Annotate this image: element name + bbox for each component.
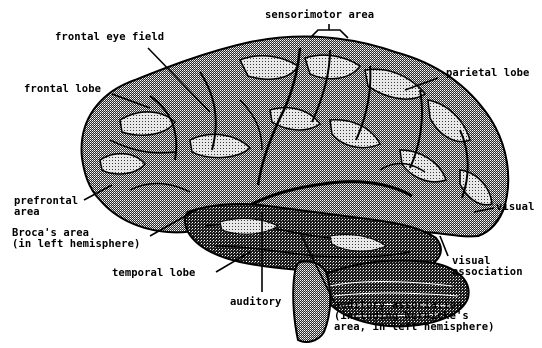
label-visual: visual: [496, 202, 535, 213]
label-temporal-lobe: temporal lobe: [112, 268, 195, 279]
label-auditory-association-line-3: area, in left hemisphere): [334, 322, 495, 333]
label-brocas-area: Broca's area (in left hemisphere): [12, 228, 140, 250]
label-frontal-lobe: frontal lobe: [24, 84, 101, 95]
label-broca-line-2: (in left hemisphere): [12, 239, 140, 250]
label-sensorimotor-area: sensorimotor area: [265, 10, 374, 21]
label-auditory: auditory: [230, 297, 281, 308]
label-prefrontal-line-2: area: [14, 207, 78, 218]
label-parietal-lobe: parietal lobe: [446, 68, 529, 79]
label-auditory-association: auditory association (including Wernicke…: [334, 300, 495, 333]
label-frontal-eye-field: frontal eye field: [55, 32, 164, 43]
label-visual-association: visual association: [452, 256, 523, 278]
brainstem-shape: [293, 261, 330, 341]
label-visual-association-line-2: association: [452, 267, 523, 278]
label-prefrontal-area: prefrontal area: [14, 196, 78, 218]
